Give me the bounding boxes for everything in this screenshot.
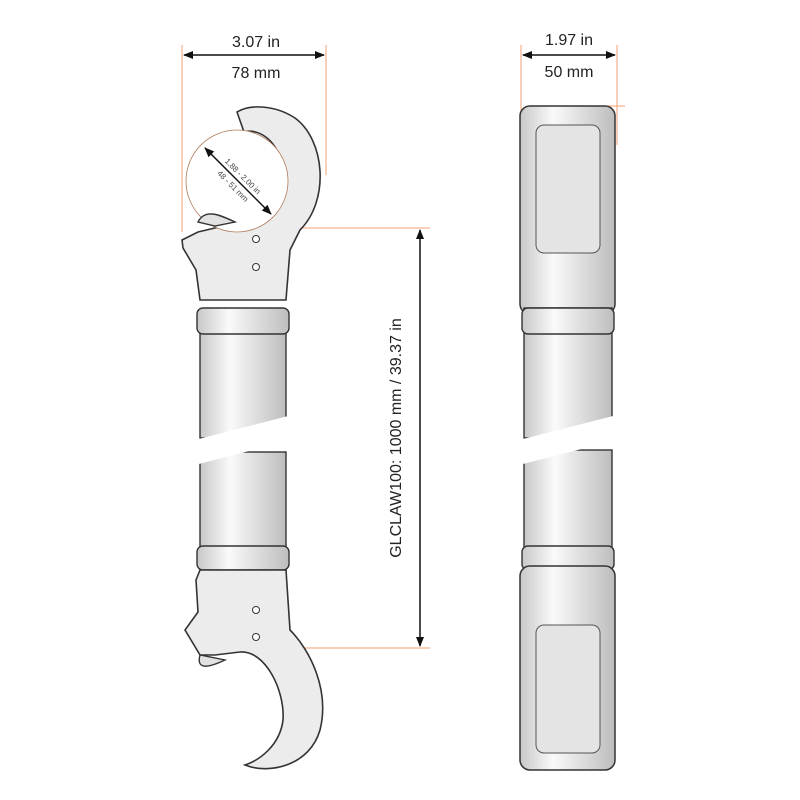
- collar-top: [521, 307, 615, 335]
- rivet: [252, 633, 260, 641]
- collar-bottom: [196, 545, 290, 571]
- width-in-label: 3.07 in: [232, 34, 280, 51]
- width-mm-label: 78 mm: [232, 65, 281, 82]
- rivet: [252, 263, 260, 271]
- length-break: [519, 415, 617, 465]
- latch-tip: [196, 213, 238, 227]
- front-view: 1.97 in 50 mm: [519, 32, 625, 771]
- length-label: GLCLAW100: 1000 mm / 39.37 in: [388, 318, 405, 558]
- width-in-label: 1.97 in: [545, 32, 593, 49]
- width-mm-label: 50 mm: [545, 64, 594, 81]
- hook-recess-top: [535, 124, 601, 254]
- collar-top: [196, 307, 290, 335]
- latch-tip: [198, 654, 228, 667]
- opening-diameter-arrow: [204, 147, 272, 215]
- hook-recess-bottom: [535, 624, 601, 754]
- side-view: 3.07 in 78 mm 1.88 - 2.00 in 48 - 51 mm …: [181, 34, 430, 770]
- rivet: [252, 235, 260, 243]
- length-break: [195, 415, 292, 465]
- rivet: [252, 606, 260, 614]
- bottom-hook: [184, 569, 324, 770]
